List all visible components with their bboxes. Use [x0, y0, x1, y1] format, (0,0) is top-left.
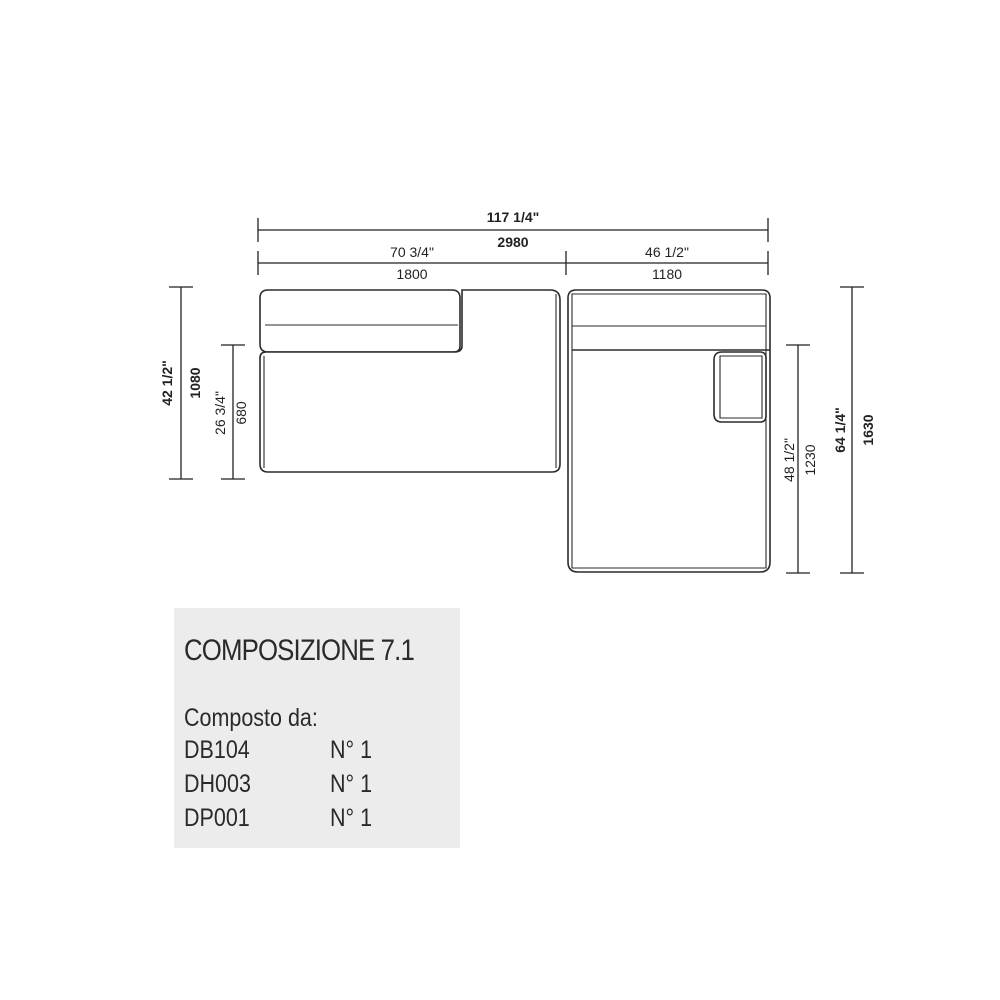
total-width-metric: 2980 [497, 234, 528, 250]
component-code: DP001 [184, 804, 250, 832]
composition-title: COMPOSIZIONE 7.1 [184, 634, 415, 667]
partial-width-dimension: 70 3/4" 1800 46 1/2" 1180 [257, 244, 769, 282]
total-depth-dimension: 64 1/4" 1630 [832, 286, 876, 574]
total-depth-imperial: 64 1/4" [832, 407, 848, 453]
right-width-imperial: 46 1/2" [645, 244, 689, 260]
sofa-module-left [259, 289, 561, 473]
left-width-imperial: 70 3/4" [390, 244, 434, 260]
component-qty: N° 1 [330, 770, 373, 798]
component-code: DH003 [184, 770, 251, 798]
chaise-depth-imperial: 48 1/2" [781, 438, 797, 482]
composition-subtitle: Composto da: [184, 704, 318, 732]
component-code: DB104 [184, 736, 250, 764]
component-qty: N° 1 [330, 736, 373, 764]
total-width-imperial: 117 1/4" [487, 209, 540, 225]
left-depth-dimension: 42 1/2" 1080 [159, 286, 203, 480]
seat-depth-metric: 680 [233, 401, 249, 425]
left-depth-metric: 1080 [187, 367, 203, 398]
component-qty: N° 1 [330, 804, 373, 832]
component-row: DB104 N° 1 [184, 736, 379, 765]
component-row: DP001 N° 1 [184, 804, 379, 833]
component-row: DH003 N° 1 [184, 770, 379, 799]
right-width-metric: 1180 [652, 266, 682, 282]
chaise-depth-metric: 1230 [802, 444, 818, 475]
seat-depth-imperial: 26 3/4" [212, 391, 228, 435]
total-depth-metric: 1630 [860, 414, 876, 445]
chaise-depth-dimension: 48 1/2" 1230 [781, 344, 818, 574]
total-width-dimension: 117 1/4" 2980 [257, 209, 769, 250]
seat-depth-dimension: 26 3/4" 680 [212, 344, 249, 480]
sofa-module-chaise [567, 289, 771, 573]
left-width-metric: 1800 [396, 266, 427, 282]
left-depth-imperial: 42 1/2" [159, 360, 175, 406]
